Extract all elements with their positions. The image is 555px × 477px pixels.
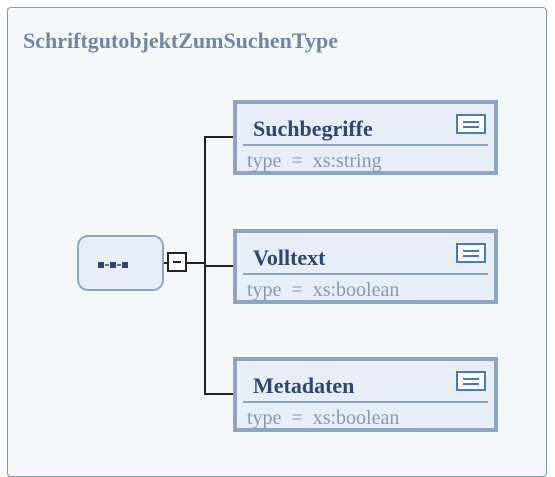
type-label: type — [247, 279, 282, 301]
element-name: Metadaten — [253, 373, 355, 398]
element-divider — [243, 144, 488, 146]
documentation-icon — [456, 114, 486, 134]
collapse-toggle[interactable] — [167, 252, 187, 272]
element-type: type = xs:boolean — [247, 279, 399, 302]
type-value: xs:string — [312, 150, 382, 172]
documentation-icon — [456, 243, 486, 263]
type-equals: = — [291, 279, 303, 301]
element-suchbegriffe[interactable]: Suchbegriffe type = xs:string — [233, 100, 498, 175]
type-label: type — [247, 407, 282, 429]
sequence-compositor[interactable] — [77, 235, 164, 291]
element-divider — [243, 401, 488, 403]
element-type: type = xs:string — [247, 150, 382, 173]
element-divider — [243, 273, 488, 275]
documentation-icon — [456, 371, 486, 391]
element-type: type = xs:boolean — [247, 407, 399, 430]
element-name: Volltext — [253, 245, 326, 270]
element-name: Suchbegriffe — [253, 116, 373, 141]
sequence-icon — [98, 262, 128, 268]
type-value: xs:boolean — [312, 279, 400, 301]
type-equals: = — [291, 150, 303, 172]
connector-lines — [164, 136, 233, 395]
complex-type-title: SchriftgutobjektZumSuchenType — [23, 28, 338, 53]
type-label: type — [247, 150, 282, 172]
element-metadaten[interactable]: Metadaten type = xs:boolean — [233, 357, 498, 432]
element-volltext[interactable]: Volltext type = xs:boolean — [233, 229, 498, 304]
type-equals: = — [291, 407, 303, 429]
type-value: xs:boolean — [312, 407, 400, 429]
